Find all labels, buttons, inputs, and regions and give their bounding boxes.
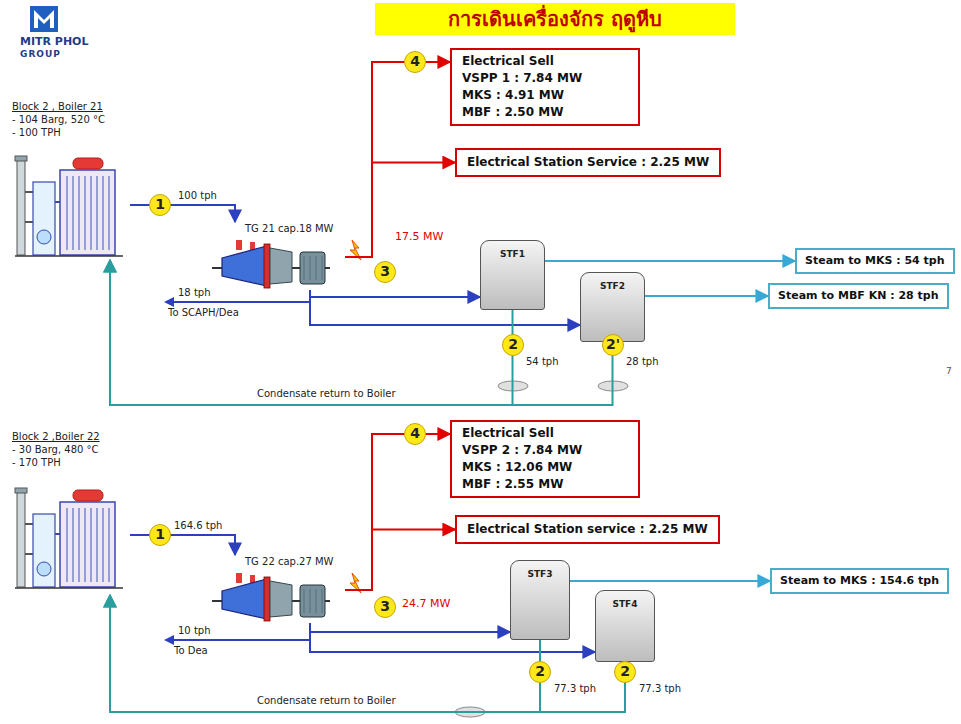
node-text: Steam to MKS : 54 tph — [805, 254, 945, 268]
steam-heater: STF3 — [510, 560, 570, 640]
callout-number: 3 — [374, 596, 396, 618]
flow-line — [130, 205, 235, 222]
flow-rate: 164.6 tph — [172, 520, 224, 531]
flow-rate: 28 tph — [624, 356, 661, 367]
node-text: Block 2 , Boiler 21 — [12, 100, 130, 113]
node-text: MBF : 2.50 MW — [462, 104, 628, 121]
turbine-drawing — [212, 240, 330, 288]
node-text: Electrical Station Service : 2.25 MW — [467, 155, 709, 170]
flow-line — [345, 434, 450, 590]
flow-line — [345, 62, 450, 257]
extraction-arrows — [164, 297, 310, 645]
node-text: MBF : 2.55 MW — [462, 476, 628, 493]
callout-number: 1 — [149, 194, 171, 216]
power-sale-box: Electrical SellVSPP 2 : 7.84 MWMKS : 12.… — [450, 420, 640, 498]
node-text: - 100 TPH — [12, 126, 130, 139]
node-text: Block 2 ,Boiler 22 — [12, 430, 130, 443]
logo-text: GROUP — [20, 49, 61, 59]
boiler-drawing — [15, 156, 123, 256]
node-text: STF2 — [581, 281, 644, 292]
page-title: การเดินเครื่องจักร ฤดูหีบ — [375, 3, 735, 35]
node-text: MKS : 12.06 MW — [462, 459, 628, 476]
node-text: VSPP 1 : 7.84 MW — [462, 70, 628, 87]
steam-heater: STF1 — [480, 240, 545, 310]
steam-heater: STF2 — [580, 272, 645, 342]
logo-text: MITR PHOL — [20, 35, 88, 48]
station-service-box: Electrical Station service : 2.25 MW — [455, 515, 720, 544]
boiler-drawing — [15, 488, 123, 588]
power-output: 17.5 MW — [393, 230, 445, 243]
node-text: Electrical Sell — [462, 53, 628, 70]
turbine-drawing — [212, 573, 330, 621]
flow-label: 10 tph — [176, 625, 213, 636]
flow-line — [110, 260, 513, 405]
node-text: - 30 Barg, 480 °C — [12, 443, 130, 456]
callout-number: 2 — [529, 661, 551, 683]
node-text: Steam to MBF KN : 28 tph — [778, 289, 939, 303]
return-label: Condensate return to Boiler — [255, 695, 398, 706]
flow-line — [110, 595, 540, 712]
flow-line — [570, 580, 770, 582]
node-text: - 170 TPH — [12, 456, 130, 469]
boiler-unit: Block 2 , Boiler 21- 104 Barg, 520 °C- 1… — [12, 100, 130, 260]
node-text: STF3 — [511, 569, 569, 580]
company-logo — [30, 6, 58, 32]
steam-heater: STF4 — [595, 590, 655, 662]
flow-rate: 77.3 tph — [552, 683, 598, 694]
node-text: Electrical Station service : 2.25 MW — [467, 522, 708, 537]
steam-destination-box: Steam to MKS : 54 tph — [795, 248, 955, 274]
callout-number: 2 — [614, 661, 636, 683]
flow-line — [310, 290, 480, 297]
callout-number: 4 — [404, 423, 426, 445]
turbine-generator: TG 21 cap.18 MW — [195, 222, 345, 290]
steam-destination-box: Steam to MBF KN : 28 tph — [768, 283, 949, 309]
node-text: TG 21 cap.18 MW — [195, 222, 345, 235]
callout-number: 4 — [404, 51, 426, 73]
flow-line — [545, 260, 795, 262]
node-text: Steam to MKS : 154.6 tph — [780, 574, 939, 588]
flow-line — [345, 163, 455, 258]
return-label: Condensate return to Boiler — [255, 388, 398, 399]
flow-line — [310, 623, 510, 632]
boiler-unit: Block 2 ,Boiler 22- 30 Barg, 480 °C- 170… — [12, 430, 130, 595]
flow-line — [130, 535, 235, 555]
callout-number: 3 — [374, 261, 396, 283]
power-output: 24.7 MW — [400, 597, 452, 610]
node-text: - 104 Barg, 520 °C — [12, 113, 130, 126]
flow-rate: 100 tph — [176, 190, 219, 201]
node-text: Electrical Sell — [462, 425, 628, 442]
flow-line — [345, 530, 455, 591]
flow-rate: 54 tph — [524, 356, 561, 367]
flow-line — [645, 295, 768, 297]
callout-number: 2' — [602, 334, 624, 356]
page-number: 7 — [946, 366, 952, 376]
flow-label: 18 tph — [176, 287, 213, 298]
node-text: STF4 — [596, 599, 654, 610]
node-text: VSPP 2 : 7.84 MW — [462, 442, 628, 459]
turbine-generator: TG 22 cap.27 MW — [195, 555, 345, 623]
steam-destination-box: Steam to MKS : 154.6 tph — [770, 568, 949, 594]
callout-number: 1 — [149, 524, 171, 546]
callout-number: 2 — [502, 334, 524, 356]
flow-rate: 77.3 tph — [637, 683, 683, 694]
flow-label: To SCAPH/Dea — [166, 307, 241, 318]
station-service-box: Electrical Station Service : 2.25 MW — [455, 148, 721, 177]
power-sale-box: Electrical SellVSPP 1 : 7.84 MWMKS : 4.9… — [450, 48, 640, 126]
node-text: STF1 — [481, 249, 544, 260]
node-text: MKS : 4.91 MW — [462, 87, 628, 104]
node-text: TG 22 cap.27 MW — [195, 555, 345, 568]
flow-label: To Dea — [172, 645, 210, 656]
